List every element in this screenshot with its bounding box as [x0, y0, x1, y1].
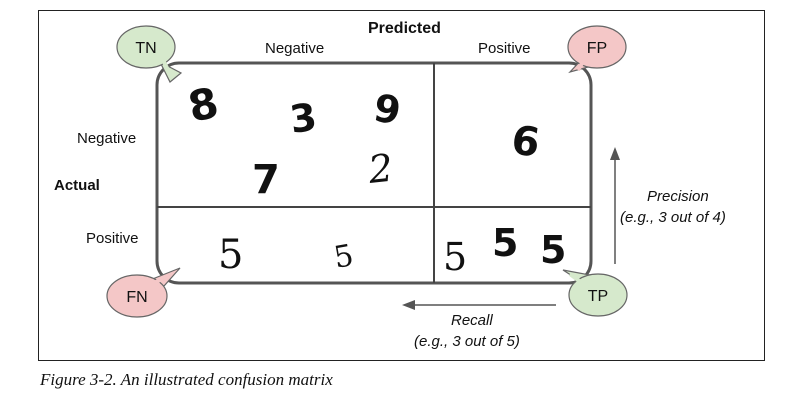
tp-digit-1: 5	[443, 235, 467, 279]
predicted-heading: Predicted	[368, 20, 441, 37]
recall-detail: (e.g., 3 out of 5)	[414, 333, 520, 350]
figure-frame	[38, 10, 765, 361]
row-negative-label: Negative	[77, 130, 137, 147]
fn-digit-1: 5	[218, 232, 243, 278]
fp-label: FP	[587, 40, 607, 57]
tn-digit-3: 9	[370, 86, 404, 134]
precision-title: Precision	[647, 188, 709, 205]
precision-arrow	[610, 147, 620, 264]
tn-bubble: TN	[116, 25, 183, 83]
fp-bubble: FP	[567, 25, 627, 74]
figure-caption: Figure 3-2. An illustrated confusion mat…	[40, 370, 333, 389]
tp-bubble: TP	[562, 269, 628, 317]
fn-label: FN	[126, 289, 147, 306]
tn-digit-4: 7	[252, 157, 280, 203]
tn-digit-1: 8	[184, 78, 223, 132]
column-negative-label: Negative	[265, 40, 325, 57]
precision-detail: (e.g., 3 out of 4)	[620, 209, 726, 226]
tp-digit-3: 5	[540, 228, 566, 272]
row-positive-label: Positive	[86, 230, 139, 247]
tn-label: TN	[135, 40, 156, 57]
matrix-box	[155, 61, 593, 285]
tn-digit-5: 2	[365, 146, 395, 192]
column-positive-label: Positive	[478, 40, 531, 57]
tp-digit-2: 5	[492, 221, 518, 265]
fn-digit-2: 5	[331, 238, 356, 276]
fn-bubble: FN	[106, 267, 181, 318]
tp-label: TP	[588, 288, 608, 305]
recall-title: Recall	[451, 312, 493, 329]
fp-digit-1: 6	[509, 117, 543, 166]
actual-heading: Actual	[54, 177, 100, 194]
recall-arrow	[402, 300, 556, 310]
tn-digit-2: 3	[287, 95, 319, 142]
